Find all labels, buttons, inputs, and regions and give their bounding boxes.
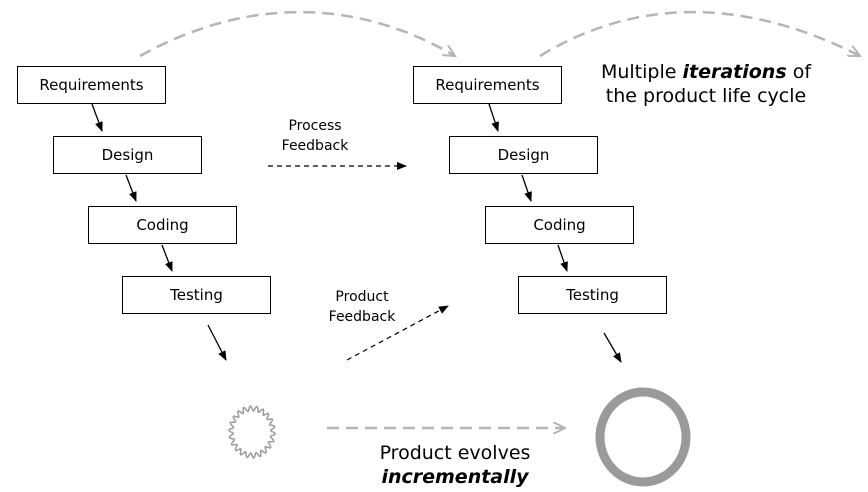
iterations-note-line2: the product life cycle bbox=[605, 85, 807, 107]
left-requirements-box: Requirements bbox=[17, 66, 166, 104]
iteration-arc-2 bbox=[539, 10, 860, 58]
iterations-note: Multiple iterations of the product life … bbox=[590, 60, 822, 108]
iterations-note-line1: Multiple iterations of bbox=[590, 60, 822, 84]
arrow-req-to-design-left bbox=[91, 103, 103, 132]
right-coding-box: Coding bbox=[485, 206, 634, 244]
evolves-note-line1: Product evolves bbox=[379, 442, 531, 464]
arrow-design-to-coding-left bbox=[125, 174, 137, 202]
process-feedback-label: Process Feedback bbox=[272, 116, 358, 156]
left-coding-box: Coding bbox=[88, 206, 237, 244]
arrow-design-to-coding-right bbox=[521, 174, 532, 202]
product-feedback-line2: Feedback bbox=[328, 309, 396, 325]
left-testing-box: Testing bbox=[122, 276, 271, 314]
arrow-req-to-design-right bbox=[488, 103, 499, 132]
evolved-product-ring bbox=[595, 387, 691, 487]
left-design-box: Design bbox=[53, 136, 202, 174]
evolves-note-emphasis: incrementally bbox=[381, 466, 529, 488]
arrow-testing-to-product-right bbox=[603, 332, 622, 363]
product-feedback-arrow bbox=[346, 305, 449, 361]
iterations-emphasis: iterations bbox=[682, 61, 787, 83]
initial-product-shape bbox=[228, 405, 276, 459]
arrow-coding-to-testing-right bbox=[557, 244, 568, 272]
iterations-suffix: of bbox=[786, 61, 812, 83]
process-feedback-line1: Process bbox=[288, 118, 342, 134]
arrow-coding-to-testing-left bbox=[161, 244, 173, 272]
right-requirements-box: Requirements bbox=[413, 66, 562, 104]
right-testing-box: Testing bbox=[518, 276, 667, 314]
product-feedback-line1: Product bbox=[335, 289, 389, 305]
product-feedback-label: Product Feedback bbox=[312, 287, 412, 327]
iteration-arc-1 bbox=[139, 10, 455, 56]
iterations-prefix: Multiple bbox=[600, 61, 683, 83]
arrow-testing-to-product-left bbox=[207, 324, 227, 361]
evolves-note: Product evolves incrementally bbox=[355, 441, 555, 489]
right-design-box: Design bbox=[449, 136, 598, 174]
process-feedback-line2: Feedback bbox=[281, 138, 349, 154]
